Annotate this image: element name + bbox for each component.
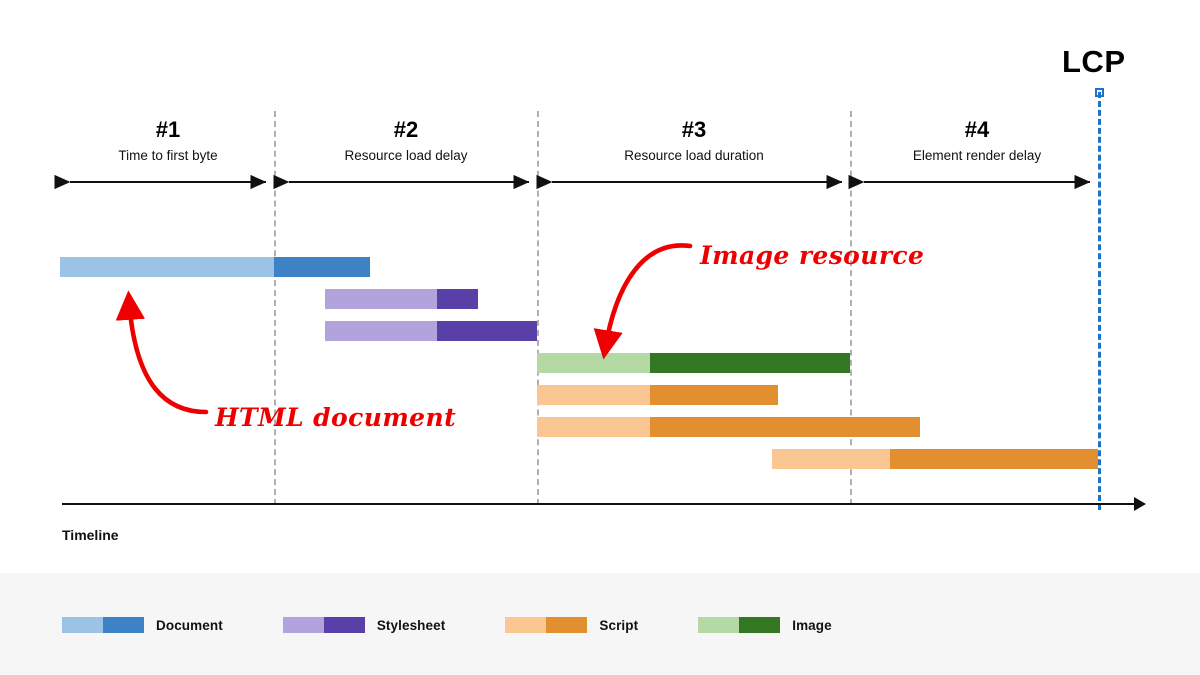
phase-4-number: #4 <box>964 117 990 142</box>
phase-4-label: Element render delay <box>912 148 1042 164</box>
stylesheet-bar-1-light <box>325 289 437 309</box>
phase-1-number: #1 <box>155 117 181 142</box>
legend-label-stylesheet: Stylesheet <box>376 617 446 633</box>
legend-swatch-document-light <box>62 617 103 633</box>
phase-1-label: Time to first byte <box>118 148 218 164</box>
phase-2-number: #2 <box>393 117 419 142</box>
timeline-axis-arrowhead-icon <box>1134 497 1146 511</box>
script-bar-1-dark <box>650 385 778 405</box>
legend-label-script: Script <box>599 617 639 633</box>
script-bar-3 <box>772 449 1098 469</box>
phase-2-label: Resource load delay <box>344 148 468 164</box>
document-bar-dark <box>274 257 370 277</box>
phase-2: #2 Resource load delay <box>281 118 531 164</box>
legend-swatch-document <box>62 617 144 633</box>
legend-item-stylesheet: Stylesheet <box>282 617 446 633</box>
phase-divider-2 <box>537 111 539 505</box>
legend-swatch-script-dark <box>546 617 588 633</box>
legend-swatch-script-light <box>505 617 547 633</box>
phase-3-number: #3 <box>681 117 707 142</box>
stylesheet-bar-2 <box>325 321 537 341</box>
image-bar <box>537 353 850 373</box>
legend-swatch-image <box>698 617 781 633</box>
phase-3-label: Resource load duration <box>624 148 764 164</box>
legend-swatch-document-dark <box>103 617 144 633</box>
script-bar-2 <box>537 417 920 437</box>
legend-label-document: Document <box>156 617 223 633</box>
annotation-image-resource: Image resource <box>700 241 925 270</box>
legend-label-image: Image <box>792 617 832 633</box>
legend: Document Stylesheet Script <box>62 617 892 633</box>
stylesheet-bar-1 <box>325 289 478 309</box>
script-bar-3-dark <box>890 449 1098 469</box>
legend-band: Document Stylesheet Script <box>0 573 1200 675</box>
script-bar-3-light <box>772 449 890 469</box>
annotation-html-document: HTML document <box>215 403 457 432</box>
stylesheet-bar-2-dark <box>437 321 537 341</box>
stylesheet-bar-1-dark <box>437 289 478 309</box>
phase-1: #1 Time to first byte <box>62 118 274 164</box>
phase-4: #4 Element render delay <box>856 118 1098 164</box>
legend-item-image: Image <box>698 617 832 633</box>
image-bar-dark <box>650 353 850 373</box>
phase-divider-3 <box>850 111 852 505</box>
legend-swatch-stylesheet <box>282 617 365 633</box>
phase-divider-1 <box>274 111 276 505</box>
stylesheet-bar-2-light <box>325 321 437 341</box>
image-bar-light <box>537 353 650 373</box>
timeline-axis <box>62 503 1140 505</box>
legend-swatch-stylesheet-light <box>282 617 324 633</box>
legend-item-document: Document <box>62 617 223 633</box>
script-bar-2-light <box>537 417 650 437</box>
timeline-axis-label: Timeline <box>62 527 119 543</box>
script-bar-2-dark <box>650 417 920 437</box>
legend-swatch-script <box>505 617 588 633</box>
legend-swatch-image-dark <box>739 617 781 633</box>
lcp-label: LCP <box>1062 44 1126 79</box>
document-bar-light <box>60 257 274 277</box>
legend-swatch-stylesheet-dark <box>323 617 365 633</box>
legend-item-script: Script <box>505 617 638 633</box>
script-bar-1 <box>537 385 778 405</box>
document-bar <box>60 257 370 277</box>
script-bar-1-light <box>537 385 650 405</box>
phase-3: #3 Resource load duration <box>544 118 844 164</box>
lcp-dashed-line <box>1098 92 1101 510</box>
legend-swatch-image-light <box>698 617 740 633</box>
